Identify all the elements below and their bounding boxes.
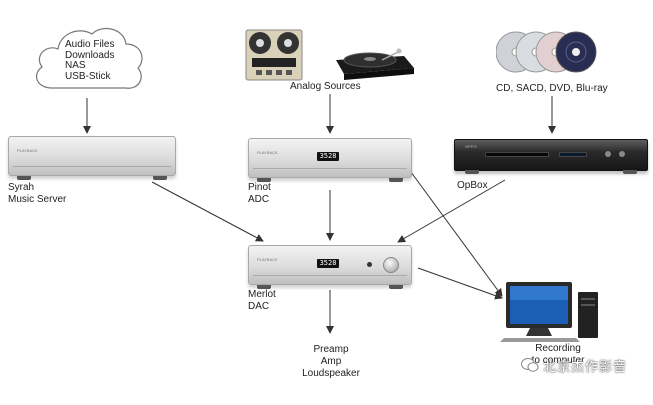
device-name: Merlot [248,289,276,300]
analog-sources-label: Analog Sources [290,81,361,92]
device-brand: PLAYBACK [257,257,278,262]
device-name: Syrah [8,182,35,193]
device-role: DAC [248,301,270,312]
discs-icon [496,31,597,73]
output-chain-line: Amp [320,356,342,367]
output-chain-line: Preamp [313,344,349,355]
turntable-icon [336,48,414,80]
cloud-sources-list: Audio Files Downloads NAS USB-Stick [65,39,115,82]
device-role: Music Server [8,194,67,205]
device-brand: PLAYBACK [257,150,278,155]
disc-formats-label: CD, SACD, DVD, Blu-ray [496,83,608,94]
computer-icon [500,282,598,342]
arrow-opbox-to-merlot [397,179,506,243]
cloud-line: NAS [65,60,86,71]
pinot-label: Pinot ADC [248,182,271,206]
volume-knob-icon [383,257,399,273]
wechat-logo-icon [521,358,539,372]
device-name: Pinot [248,182,271,193]
syrah-label: Syrah Music Server [8,182,66,206]
cloud-icon [35,27,143,89]
cloud-line: Downloads [65,49,115,61]
reel-to-reel-icon [245,29,303,81]
device-role: ADC [248,194,270,205]
output-chain-line: Loudspeaker [302,368,360,379]
recording-line: Recording [535,343,581,354]
recording-label: Recording to computer [528,343,588,367]
merlot-dac: PLAYBACK 3528 [248,245,412,289]
arrow-syrah-to-merlot [151,181,264,242]
pinot-adc: PLAYBACK 3528 [248,138,412,182]
opbox-label: OpBox [457,180,488,191]
arrow-merlot-to-computer [417,267,503,300]
arrow-pinot-to-computer [407,167,503,297]
cloud-line: USB-Stick [65,70,111,82]
device-display: 3528 [317,152,339,161]
merlot-label: Merlot DAC [248,289,276,313]
device-brand: OPPO [465,144,477,149]
syrah-music-server: PLAYBACK [8,136,176,180]
device-brand: PLAYBACK [17,148,38,153]
device-display: 3528 [317,259,339,268]
opbox-player: OPPO [454,139,648,174]
output-chain-label: Preamp Amp Loudspeaker [300,344,362,380]
recording-line: to computer [531,355,585,366]
watermark-text: 北京杰作影音 [543,359,628,374]
cloud-line: Audio Files [65,39,115,50]
